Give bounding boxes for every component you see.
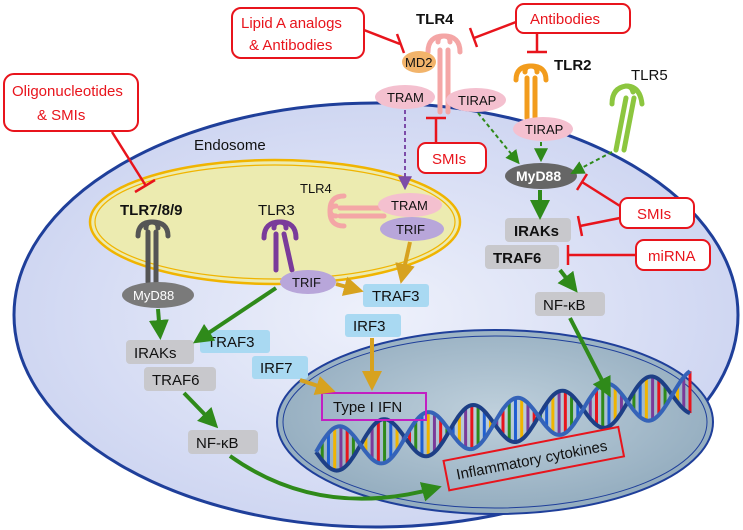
irf7-left (252, 356, 308, 379)
irf7-left-label: IRF7 (260, 360, 293, 377)
arrow-nfkb-to-cytokines (228, 454, 442, 502)
md2-label: MD2 (405, 55, 432, 70)
tlr5-label: TLR5 (631, 67, 668, 84)
inhibitor-mirna-label: miRNA (648, 248, 696, 265)
arrow-trif-to-iraks (193, 286, 278, 344)
arrow-traf6-to-nfkb-left (182, 391, 219, 429)
iraks-right (505, 218, 571, 242)
inhibit-lipid-a-tlr4 (363, 28, 406, 54)
nfkb-right (535, 292, 605, 316)
inhibitor-lipid-a-line2: & Antibodies (249, 37, 332, 54)
iraks-left-label: IRAKs (134, 345, 177, 362)
cytokines-box (442, 425, 626, 492)
tlr4-endosomal-label: TLR4 (300, 181, 332, 196)
type1-ifn-label: Type I IFN (333, 399, 402, 416)
trif-tlr3 (280, 270, 336, 294)
myd88-right-label: MyD88 (516, 168, 561, 184)
traf6-right-label: TRAF6 (493, 250, 541, 267)
arrow-nfkb-to-nucleus (568, 317, 611, 398)
inhibit-mirna-traf6 (566, 245, 636, 265)
trif-tlr3-label: TRIF (292, 275, 321, 290)
inhibitor-lipid-a-line1: Lipid A analogs (241, 15, 342, 32)
tlr2-receptor-icon (513, 63, 549, 121)
traf6-left (144, 367, 216, 391)
tlr3-label: TLR3 (258, 202, 295, 219)
inhibit-smis-tirap (426, 116, 446, 143)
traf3-mid-label: TRAF3 (372, 288, 420, 305)
tlr2-label: TLR2 (554, 57, 592, 74)
tlr5-receptor-icon (609, 83, 645, 153)
traf6-right (485, 245, 559, 269)
inhibit-smis-myd88 (575, 173, 621, 208)
dna-helix-icon (314, 369, 692, 473)
endosome-label: Endosome (194, 137, 266, 154)
iraks-left (126, 340, 194, 364)
myd88-left-label: MyD88 (133, 288, 174, 303)
type1-ifn-box (321, 392, 427, 421)
arrow-trif-endo-to-traf3 (395, 241, 415, 284)
inhibitor-antibodies-box (515, 3, 631, 34)
tram-top-label: TRAM (387, 90, 424, 105)
nfkb-left (188, 430, 258, 454)
inhibit-antibodies-tlr2 (527, 34, 547, 54)
tirap-tlr4-label: TIRAP (458, 93, 496, 108)
arrow-tlr5-to-myd88 (570, 151, 613, 174)
inhibitor-smis-myd88-box (619, 197, 695, 229)
inhibitor-oligo-line2: & SMIs (37, 107, 85, 124)
inhibitor-oligo-box (3, 73, 139, 132)
inhibit-antibodies-tlr4 (468, 20, 517, 48)
traf3-mid (363, 284, 429, 307)
inhibitor-oligo-line1: Oligonucleotides (12, 83, 123, 100)
inhibitor-antibodies-label: Antibodies (530, 11, 600, 28)
irf3-mid-label: IRF3 (353, 318, 386, 335)
tram-top (375, 85, 435, 109)
arrow-tirap-to-myd88 (477, 112, 520, 165)
tirap-tlr4 (446, 88, 506, 112)
inhibit-smis-iraks (576, 215, 621, 237)
traf3-left (200, 330, 270, 353)
tlr4-endosomal-receptor-icon (327, 193, 387, 229)
iraks-right-label: IRAKs (514, 223, 559, 240)
myd88-left (122, 282, 194, 308)
inhibit-oligo-tlr789 (110, 131, 156, 194)
md2-protein (402, 51, 436, 73)
nfkb-right-label: NF-κB (543, 297, 586, 314)
tlr789-label: TLR7/8/9 (120, 202, 183, 219)
arrow-irf7-to-ifn (299, 376, 336, 396)
tlr789-receptor-icon (135, 219, 171, 285)
tirap-tlr2-label: TIRAP (525, 122, 563, 137)
arrow-myd88-to-iraks-left (148, 308, 169, 340)
trif-endo (380, 217, 444, 241)
arrow-traf6-to-nfkb (557, 268, 578, 293)
irf3-mid (345, 314, 401, 337)
inhibitor-smis-tirap-box (417, 142, 487, 174)
myd88-right (505, 163, 577, 189)
arrow-trif-to-traf3 (335, 276, 364, 296)
dna-strand (314, 369, 692, 466)
tlr3-receptor-icon (261, 219, 299, 273)
traf3-left-label: TRAF3 (207, 334, 255, 351)
inhibitor-smis-tirap-label: SMIs (432, 151, 466, 168)
nfkb-left-label: NF-κB (196, 435, 239, 452)
traf6-left-label: TRAF6 (152, 372, 200, 389)
tram-endo-label: TRAM (391, 198, 428, 213)
inhibitor-smis-myd88-label: SMIs (637, 206, 671, 223)
inhibitor-lipid-a-box (231, 7, 365, 59)
tlr4-label: TLR4 (416, 11, 454, 28)
tram-endo (378, 193, 442, 217)
trif-endo-label: TRIF (396, 222, 425, 237)
tirap-tlr2 (513, 117, 573, 141)
